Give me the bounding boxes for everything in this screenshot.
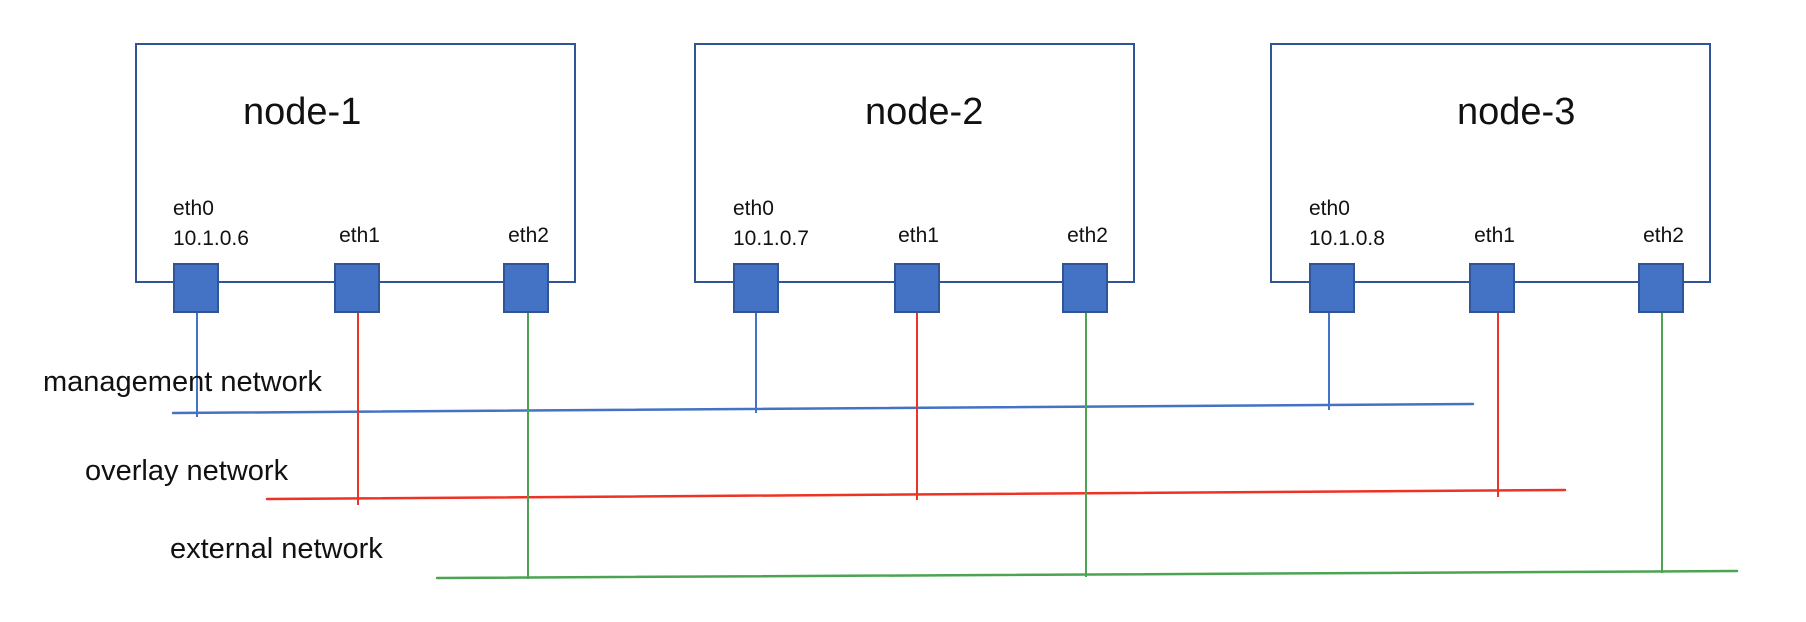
node-box-3: node-3 eth0 10.1.0.8 eth1 eth2	[1270, 43, 1711, 313]
iface-ip: 10.1.0.6	[173, 227, 249, 250]
management-network-bus	[171, 402, 1475, 415]
node-2-eth2-port	[1062, 263, 1108, 313]
overlay-network-label: overlay network	[85, 455, 289, 487]
iface-ip: 10.1.0.8	[1309, 227, 1385, 250]
node-1-eth0-label: eth0 10.1.0.6	[173, 194, 249, 254]
node-title: node-1	[243, 91, 362, 133]
iface-name: eth0	[1309, 197, 1350, 220]
node-box-1: node-1 eth0 10.1.0.6 eth1 eth2	[135, 43, 576, 313]
node-title: node-3	[1457, 91, 1576, 133]
iface-name: eth0	[733, 197, 774, 220]
node-2-eth2-label: eth2	[1067, 224, 1108, 247]
node-3-eth1-label: eth1	[1474, 224, 1515, 247]
iface-ip: 10.1.0.7	[733, 227, 809, 250]
node-3-eth2-label: eth2	[1643, 224, 1684, 247]
node-1-eth0-port	[173, 263, 219, 313]
node-2-eth1-port	[894, 263, 940, 313]
node-1-eth2-port	[503, 263, 549, 313]
node-title: node-2	[865, 91, 984, 133]
node-3-eth0-port	[1309, 263, 1355, 313]
iface-name: eth0	[173, 197, 214, 220]
node-3-eth1-port	[1469, 263, 1515, 313]
management-network-label: management network	[43, 366, 322, 398]
node-2-eth1-label: eth1	[898, 224, 939, 247]
node-1-eth2-label: eth2	[508, 224, 549, 247]
node-2-eth0-port	[733, 263, 779, 313]
node-1-eth1-label: eth1	[339, 224, 380, 247]
node-2-eth0-label: eth0 10.1.0.7	[733, 194, 809, 254]
external-network-label: external network	[170, 533, 383, 565]
node-1-eth1-port	[334, 263, 380, 313]
node-3-eth0-label: eth0 10.1.0.8	[1309, 194, 1385, 254]
node-box-2: node-2 eth0 10.1.0.7 eth1 eth2	[694, 43, 1135, 313]
node-3-eth2-port	[1638, 263, 1684, 313]
